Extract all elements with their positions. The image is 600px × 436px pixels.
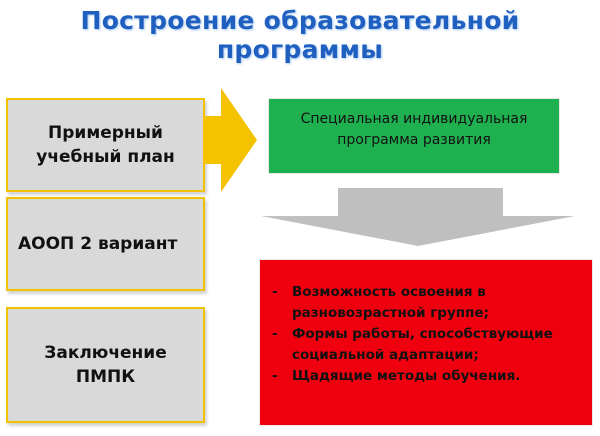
individual-program-box: Специальная индивидуальная программа раз…	[268, 98, 560, 174]
feature-item: - Возможность освоения в разновозрастной…	[272, 282, 586, 324]
bullet-dash: -	[272, 284, 278, 300]
bullet-dash: -	[272, 326, 278, 342]
feature-item: - Щадящие методы обучения.	[272, 366, 586, 387]
program-features-box: - Возможность освоения в разновозрастной…	[259, 259, 593, 426]
feature-text: Возможность освоения в разновозрастной г…	[292, 284, 489, 321]
bullet-dash: -	[272, 368, 278, 384]
aoop-variant-box: АООП 2 вариант	[6, 197, 205, 291]
right-arrow-icon	[203, 88, 257, 192]
pmpk-conclusion-box: Заключение ПМПК	[6, 307, 205, 423]
feature-text: Формы работы, способствующие социальной …	[292, 326, 553, 363]
feature-item: - Формы работы, способствующие социально…	[272, 324, 586, 366]
diagram-title: Построение образовательной программы	[80, 6, 520, 64]
down-arrow-icon	[261, 188, 575, 246]
sample-curriculum-box: Примерный учебный план	[6, 98, 205, 192]
feature-text: Щадящие методы обучения.	[292, 368, 521, 384]
